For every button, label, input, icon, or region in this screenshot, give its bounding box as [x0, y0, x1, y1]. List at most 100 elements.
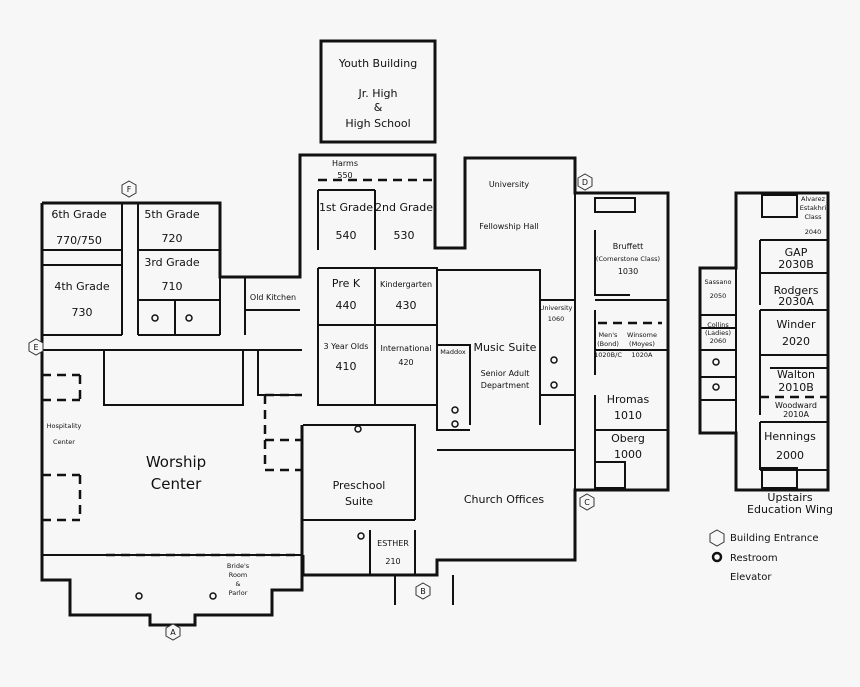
room-2nd-grade: 2nd Grade — [375, 201, 433, 214]
room-number: 720 — [162, 232, 183, 245]
room-mens: Men's — [599, 331, 619, 339]
room-number: 2030A — [778, 295, 814, 308]
room-3-year-olds: 3 Year Olds — [324, 342, 369, 351]
room-pre-k: Pre K — [332, 277, 361, 290]
youth-building-title: Youth Building — [338, 57, 417, 70]
restroom-icon — [135, 592, 143, 600]
room-alvarez: Alvarez — [801, 195, 826, 203]
room-international: International — [380, 344, 431, 353]
room-university-1060: University — [540, 304, 573, 312]
room-number: 1000 — [614, 448, 642, 461]
room-number: 2010B — [778, 381, 814, 394]
room-number: 770/750 — [56, 234, 102, 247]
label: (Moyes) — [629, 340, 655, 348]
room-worship-center: Worship — [146, 453, 206, 471]
room-number: 2020 — [782, 335, 810, 348]
entrance-markers: A B C D E F — [28, 173, 595, 641]
restroom-icon — [357, 532, 365, 540]
label: Class — [804, 213, 822, 221]
restroom-icon — [151, 314, 159, 322]
room-brides-room: Bride's — [227, 562, 250, 570]
room-music-suite: Music Suite — [474, 341, 537, 354]
room-hospitality-center: Hospitality — [47, 422, 82, 430]
restroom-icon — [209, 592, 217, 600]
room-hromas: Hromas — [607, 393, 650, 406]
room-4th-grade: 4th Grade — [54, 280, 110, 293]
room-collins: Collins — [707, 321, 729, 329]
svg-text:C: C — [584, 498, 590, 507]
room-number: 440 — [336, 299, 357, 312]
entrance-d: D — [577, 173, 593, 191]
label: Department — [481, 381, 529, 390]
room-gap: GAP — [785, 246, 808, 259]
svg-text:F: F — [127, 185, 132, 194]
room-number: 430 — [396, 299, 417, 312]
restroom-icon — [451, 420, 459, 428]
room-number: 2030B — [778, 258, 814, 271]
room-number: 730 — [72, 306, 93, 319]
legend-elevator: Elevator — [730, 572, 772, 583]
room-number: 530 — [394, 229, 415, 242]
restroom-icons — [135, 314, 720, 600]
room-rodgers: Rodgers — [774, 284, 819, 297]
restroom-icon — [185, 314, 193, 322]
room-number: 1060 — [548, 315, 565, 323]
label: (Ladies) — [705, 329, 731, 337]
room-kindergarten: Kindergarten — [380, 280, 432, 289]
room-1st-grade: 1st Grade — [319, 201, 373, 214]
room-number: 540 — [336, 229, 357, 242]
restroom-icon — [451, 406, 459, 414]
label: Senior Adult — [481, 369, 530, 378]
room-number: 2050 — [710, 292, 727, 300]
label: Jr. High — [357, 87, 397, 100]
label: Fellowship Hall — [479, 222, 538, 231]
main-building-walls — [40, 153, 670, 627]
room-number: 1020A — [632, 351, 654, 359]
room-number: 1010 — [614, 409, 642, 422]
room-number: 410 — [336, 360, 357, 373]
entrance-e: E — [28, 338, 44, 356]
room-labels: Harms 550 1st Grade 540 2nd Grade 530 Pr… — [47, 159, 660, 597]
label: (Cornerstone Class) — [596, 255, 660, 263]
youth-building: Youth Building Jr. High & High School — [319, 39, 437, 144]
restroom-icon — [712, 383, 720, 391]
restroom-icon — [712, 358, 720, 366]
legend: Building Entrance Restroom Elevator — [709, 529, 819, 583]
svg-text:E: E — [33, 343, 38, 352]
room-bruffett: Bruffett — [613, 242, 644, 251]
svg-text:B: B — [420, 587, 426, 596]
restroom-icon — [354, 425, 362, 433]
label: Center — [53, 438, 75, 446]
legend-entrance: Building Entrance — [730, 533, 819, 544]
upstairs-education-wing: Alvarez Estakhri Class 2040 GAP 2030B Ro… — [698, 191, 833, 516]
room-number: 2040 — [805, 228, 822, 236]
upstairs-caption: Education Wing — [747, 503, 833, 516]
room-number: 550 — [337, 171, 352, 180]
room-number: 2010A — [783, 410, 809, 419]
room-number: 210 — [385, 557, 400, 566]
svg-text:D: D — [582, 178, 588, 187]
room-number: 2000 — [776, 449, 804, 462]
entrance-f: F — [121, 180, 137, 198]
restroom-icon — [550, 356, 558, 364]
label: (Bond) — [597, 340, 619, 348]
entrance-b: B — [415, 582, 431, 600]
room-number: 2060 — [710, 337, 727, 345]
restroom-icon — [550, 381, 558, 389]
room-5th-grade: 5th Grade — [144, 208, 200, 221]
room-number: 1030 — [618, 267, 638, 276]
room-walton: Walton — [777, 368, 815, 381]
upstairs-caption: Upstairs — [767, 491, 812, 504]
label: Estakhri — [800, 204, 827, 212]
room-number: 1020B/C — [594, 351, 622, 359]
room-harms: Harms — [332, 159, 358, 168]
room-church-offices: Church Offices — [464, 493, 545, 506]
label: Center — [151, 475, 202, 493]
room-6th-grade: 6th Grade — [51, 208, 107, 221]
label: & — [374, 101, 383, 114]
label: & — [235, 580, 240, 588]
room-number: 710 — [162, 280, 183, 293]
room-hennings: Hennings — [764, 430, 816, 443]
room-winder: Winder — [777, 318, 816, 331]
